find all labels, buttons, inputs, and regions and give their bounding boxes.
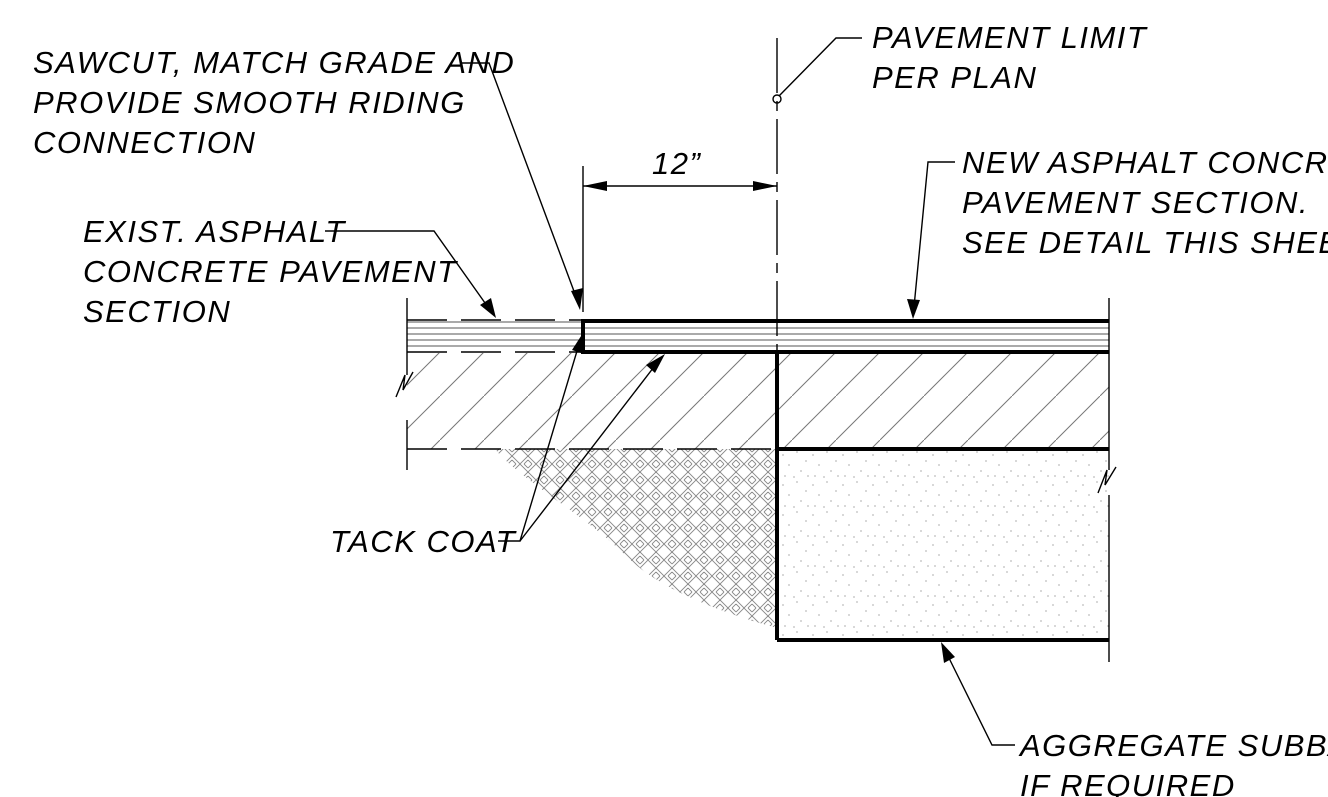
label-tack-coat: TACK COAT [330,524,517,559]
leader-new-asphalt [907,161,955,319]
label-pavement-limit: PAVEMENT LIMIT PER PLAN [872,20,1157,95]
pavement-limit-marker [772,94,782,104]
leader-pavement-limit [778,37,862,97]
label-new-asphalt: NEW ASPHALT CONCRETE PAVEMENT SECTION. S… [962,145,1328,260]
label-sawcut: SAWCUT, MATCH GRADE AND PROVIDE SMOOTH R… [33,45,525,160]
leader-tack-coat [498,333,665,542]
leader-sawcut [460,62,583,310]
new-asphalt-layer [581,319,1109,354]
leader-exist-asphalt [325,230,496,318]
label-dimension: 12” [652,146,701,181]
dimension-12in [582,166,777,312]
existing-base-hatch [407,353,777,449]
existing-subgrade-hatch [495,449,777,628]
new-base-hatch [777,353,1109,449]
label-exist-asphalt: EXIST. ASPHALT CONCRETE PAVEMENT SECTION [83,214,468,329]
leader-aggregate [941,642,1015,746]
existing-asphalt-layer [407,319,583,353]
new-section-outline [775,352,1109,642]
label-aggregate: AGGREGATE SUBBASE IF REQUIRED [1018,728,1328,797]
aggregate-subbase-fill [777,449,1109,640]
break-line-left [395,298,414,470]
break-line-right [1097,298,1117,662]
